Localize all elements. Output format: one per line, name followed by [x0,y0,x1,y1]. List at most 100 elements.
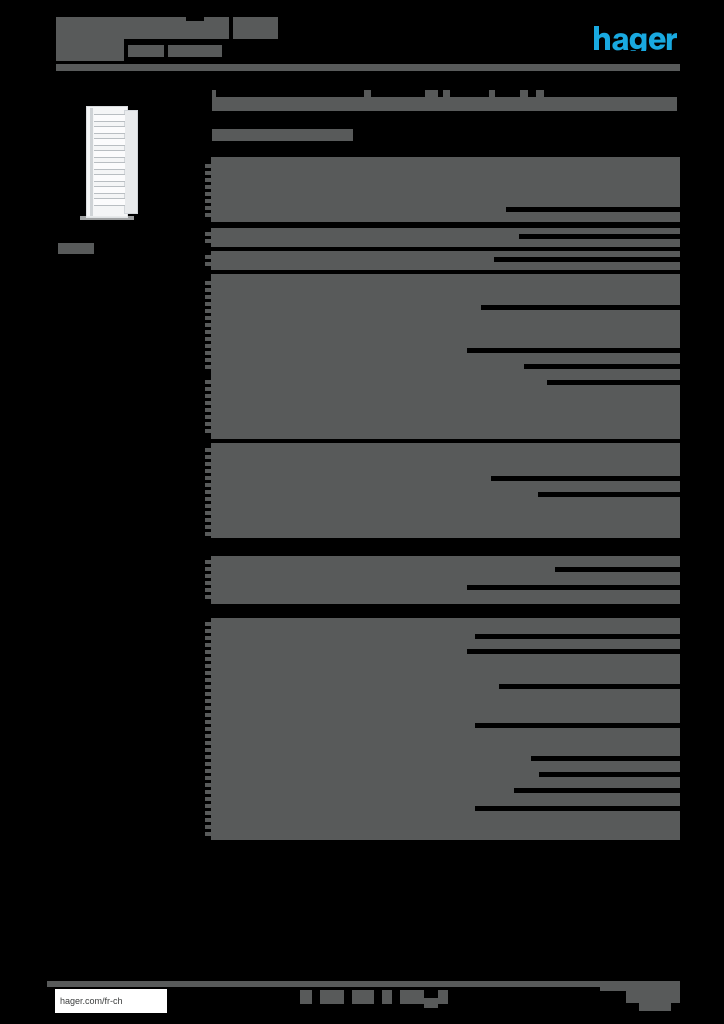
din-rail [94,162,125,170]
din-rail [94,174,125,182]
spec-row-marker [205,629,211,633]
spec-row-marker [205,685,211,689]
spec-row-marker [205,657,211,661]
spec-row-marker [205,429,211,433]
spec-row-marker [205,595,211,599]
spec-row-marker [205,776,211,780]
spec-value-redaction [475,723,724,728]
spec-value-redaction [491,476,724,481]
spec-row-marker [205,574,211,578]
spec-row-marker [205,567,211,571]
header-divider [56,64,680,71]
spec-row-marker [205,581,211,585]
spec-row-marker [205,365,211,369]
enclosure-hinge [90,108,93,216]
spec-row-marker [205,818,211,822]
spec-row-marker [205,678,211,682]
spec-row-marker [205,316,211,320]
heading-redaction [212,90,216,97]
spec-row-marker [205,255,211,259]
spec-row-marker [205,206,211,210]
spec-group [211,157,724,222]
spec-group [211,251,724,270]
spec-row-marker [205,748,211,752]
header-title-redaction [204,17,229,39]
footer-center-redaction [300,990,312,1004]
footer-url-link[interactable]: hager.com/fr-ch [55,989,167,1013]
spec-row-marker [205,734,211,738]
spec-row-marker [205,281,211,285]
spec-row-marker [205,455,211,459]
spec-row-marker [205,636,211,640]
heading-redaction [536,90,544,97]
spec-row-marker [205,769,211,773]
spec-value-redaction [467,585,724,590]
footer-center-redaction [424,998,438,1008]
footer-center-redaction [320,990,344,1004]
spec-row-marker [205,699,211,703]
spec-row-marker [205,727,211,731]
spec-row-marker [205,588,211,592]
spec-row-marker [205,380,211,384]
spec-row-marker [205,387,211,391]
header-title-redaction [186,21,204,39]
hager-logo [594,25,680,51]
spec-group [211,556,724,604]
spec-row-marker [205,713,211,717]
spec-row-marker [205,462,211,466]
spec-row-marker [205,706,211,710]
heading-redaction [212,97,677,111]
spec-row-marker [205,401,211,405]
spec-row-marker [205,323,211,327]
footer-divider [47,981,680,987]
spec-group [211,618,724,840]
spec-row-marker [205,239,211,243]
spec-group [211,274,724,439]
spec-row-marker [205,309,211,313]
spec-row-marker [205,490,211,494]
spec-row-marker [205,664,211,668]
spec-row-marker [205,692,211,696]
footer-page-number-redaction [626,991,680,1003]
spec-row-marker [205,262,211,266]
main-subheading-redaction [212,129,353,141]
heading-redaction [520,90,528,97]
header-title-redaction [72,39,124,61]
spec-row-marker [205,755,211,759]
spec-row-marker [205,213,211,217]
product-image [58,100,170,230]
spec-value-redaction [481,305,724,310]
spec-value-redaction [519,234,724,239]
product-reference-redaction [58,243,94,254]
heading-redaction [425,90,438,97]
header-title-redaction [56,39,72,61]
spec-row-marker [205,650,211,654]
spec-row-marker [205,643,211,647]
spec-row-marker [205,518,211,522]
enclosure-door [124,110,138,214]
spec-row-marker [205,330,211,334]
spec-row-marker [205,448,211,452]
spec-row-marker [205,790,211,794]
spec-row-marker [205,720,211,724]
spec-value-redaction [506,207,724,212]
din-rail [94,126,125,134]
spec-row-marker [205,804,211,808]
spec-value-redaction [531,756,724,761]
spec-row-marker [205,741,211,745]
spec-row-marker [205,337,211,341]
spec-row-marker [205,358,211,362]
spec-row-marker [205,394,211,398]
heading-redaction [364,90,371,97]
spec-group [211,228,724,247]
heading-redaction [443,90,450,97]
header-title-redaction [56,17,186,39]
spec-value-redaction [499,684,724,689]
spec-row-marker [205,832,211,836]
spec-value-redaction [475,634,724,639]
spec-row-marker [205,825,211,829]
spec-value-redaction [538,492,724,497]
din-rail [94,150,125,158]
spec-row-marker [205,164,211,168]
